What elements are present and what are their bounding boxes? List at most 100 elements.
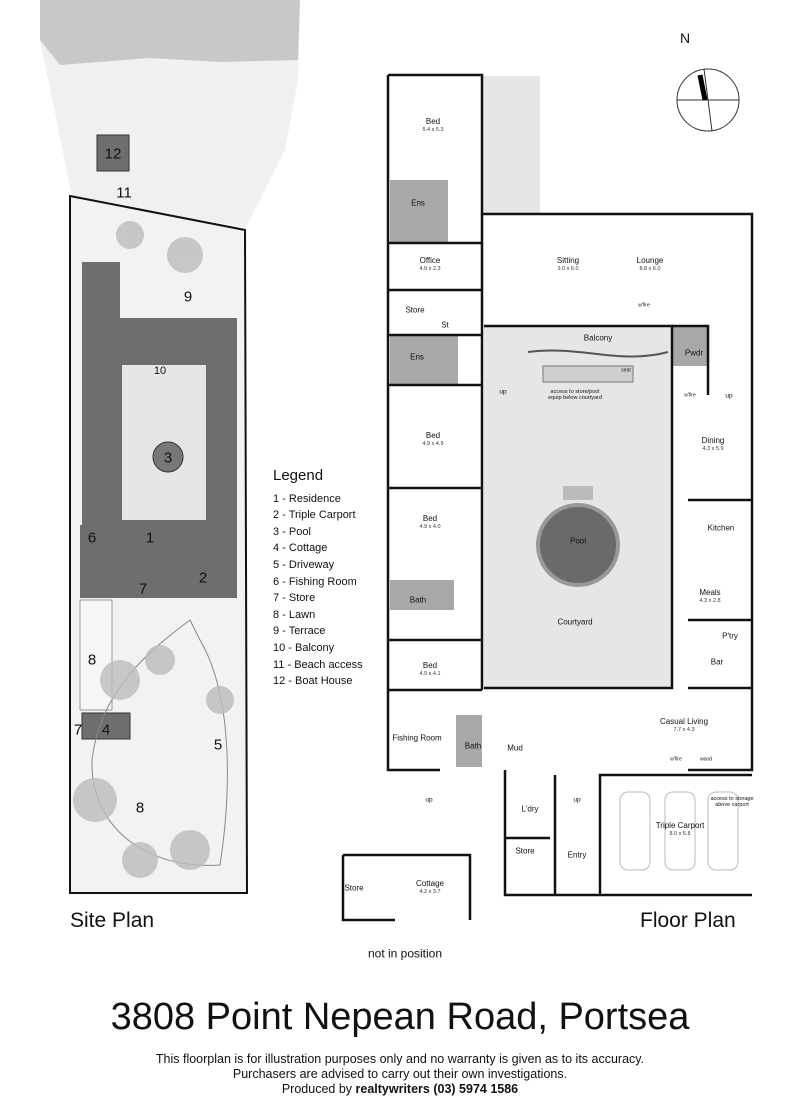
room-label: L'dry xyxy=(521,805,538,814)
legend-item: 1 - Residence xyxy=(273,492,341,505)
up-note: up xyxy=(725,392,733,400)
room-name: Store xyxy=(405,305,425,315)
site-marker-lawn: 8 xyxy=(87,651,97,669)
room-name: Dining xyxy=(701,436,725,445)
room-dimensions: 4.9 x 2.3 xyxy=(419,266,441,272)
balcony-edge xyxy=(527,349,669,358)
room-dimensions: 4.2 x 3.7 xyxy=(419,889,441,895)
room-name: Kitchen xyxy=(707,523,735,533)
room-name: Bath xyxy=(409,595,427,605)
property-address: 3808 Point Nepean Road, Portsea xyxy=(110,996,690,1038)
room-name: Sitting xyxy=(556,256,580,265)
up-note: up xyxy=(425,796,433,804)
up-note: up xyxy=(573,796,581,804)
veranda xyxy=(482,76,540,214)
site-marker-cottage: 4 xyxy=(101,721,111,739)
room-label: St xyxy=(441,321,449,330)
room-name: Ens xyxy=(411,198,425,208)
room-dimensions: 8.0 x 5.8 xyxy=(669,831,691,837)
site-marker-boat-house: 12 xyxy=(104,145,122,163)
seat-note: seat xyxy=(621,367,631,374)
room-name: Meals xyxy=(699,588,721,597)
room-name: Lounge xyxy=(636,256,664,265)
site-marker-beach-access: 11 xyxy=(116,184,132,202)
disclaimer-line-2: Purchasers are advised to carry out thei… xyxy=(232,1067,568,1081)
site-marker-fishing-room: 6 xyxy=(87,529,97,547)
wfire-note: w'fire xyxy=(638,302,650,309)
room-name: Bath xyxy=(464,741,482,751)
room-label: Bar xyxy=(711,658,723,667)
room-label: Bath xyxy=(465,742,481,751)
water-area xyxy=(40,0,300,65)
room-label: Kitchen xyxy=(708,524,735,533)
legend: Legend 1 - Residence 2 - Triple Carport … xyxy=(273,467,363,690)
access-carport-note: access to storage above carport xyxy=(710,796,754,808)
room-name: P'try xyxy=(722,631,738,641)
disclaimer: This floorplan is for illustration purpo… xyxy=(0,1052,800,1097)
pool-site xyxy=(152,441,184,473)
legend-item: 7 - Store xyxy=(273,592,316,605)
room-name: L'dry xyxy=(521,804,539,814)
room-name: Bed xyxy=(422,661,438,670)
room-name: Bed xyxy=(422,514,438,523)
site-marker-driveway: 5 xyxy=(213,736,223,754)
legend-item: 10 - Balcony xyxy=(273,641,335,654)
room-label: Mud xyxy=(507,744,523,753)
floor-plan-title: Floor Plan xyxy=(640,909,736,932)
trees xyxy=(73,221,234,878)
room-name: Balcony xyxy=(583,333,613,343)
legend-item: 8 - Lawn xyxy=(273,608,316,621)
room-label: Courtyard xyxy=(557,618,592,627)
room-name: Courtyard xyxy=(557,617,593,627)
room-name: Bar xyxy=(710,657,724,667)
walls xyxy=(341,73,754,922)
room-label: P'try xyxy=(722,632,738,641)
seat xyxy=(542,365,634,383)
room-name: Store xyxy=(515,846,535,856)
site-marker-lawn-2: 8 xyxy=(135,799,145,817)
access-pool-note: access to store/pool equip below courtya… xyxy=(548,389,602,401)
room-name: Bed xyxy=(425,431,441,440)
legend-item: 9 - Terrace xyxy=(273,625,326,638)
room-dimensions: 4.9 x 4.1 xyxy=(419,671,441,677)
cottage-site xyxy=(81,712,131,740)
room-name: Entry xyxy=(567,850,587,860)
site-marker-carport: 2 xyxy=(198,569,208,587)
produced-by-label: Produced by xyxy=(281,1082,356,1096)
legend-item: 12 - Boat House xyxy=(273,675,353,688)
room-label: Bath xyxy=(410,596,426,605)
site-marker-balcony: 10 xyxy=(153,365,167,377)
site-plan-title: Site Plan xyxy=(70,909,155,932)
legend-item: 4 - Cottage xyxy=(273,542,328,555)
room-dimensions: 8.8 x 6.0 xyxy=(639,266,661,272)
legend-item: 3 - Pool xyxy=(273,525,311,538)
wet-areas xyxy=(390,180,708,767)
boat-house xyxy=(96,134,130,172)
room-label: Ens xyxy=(411,199,425,208)
room-dimensions: 4.3 x 2.8 xyxy=(699,598,721,604)
producer-credit: Produced by realtywriters (03) 5974 1586 xyxy=(0,1082,800,1097)
room-name: St xyxy=(441,320,449,330)
room-label: Store xyxy=(344,884,363,893)
room-label: Store xyxy=(515,847,534,856)
site-marker-pool: 3 xyxy=(163,449,173,467)
room-label: Balcony xyxy=(584,334,612,343)
site-marker-residence: 1 xyxy=(145,529,155,547)
room-dimensions: 4.9 x 4.0 xyxy=(419,524,441,530)
legend-item: 2 - Triple Carport xyxy=(273,509,356,522)
legend-item: 5 - Driveway xyxy=(273,558,335,571)
site-marker-terrace: 9 xyxy=(183,288,193,306)
room-dimensions: 7.7 x 4.3 xyxy=(673,727,695,733)
room-name: Store xyxy=(344,883,364,893)
